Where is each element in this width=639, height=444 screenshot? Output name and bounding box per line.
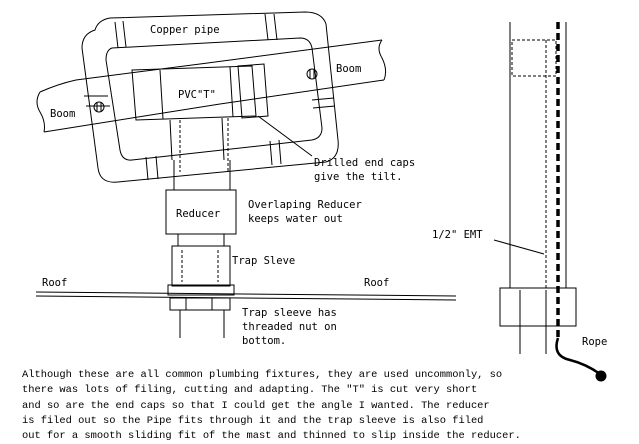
label-nut-2: threaded nut on: [242, 321, 337, 333]
bolt-left-icon: [93, 101, 105, 113]
hidden-pipe: [179, 118, 229, 172]
label-emt: 1/2" EMT: [432, 229, 483, 241]
nut-lower: [169, 297, 231, 311]
mast-upper: [173, 160, 231, 190]
label-boom-right: Boom: [336, 63, 361, 75]
threaded-nut: [167, 284, 235, 296]
description-line: out for a smooth sliding fit of the mast…: [22, 430, 521, 443]
pvc-t-end-caps: [237, 63, 269, 119]
roof-line-2: [35, 295, 457, 301]
t-stem: [169, 117, 225, 161]
boom-break: [36, 39, 387, 133]
mast-lower: [179, 310, 225, 338]
emt-base-box: [499, 287, 577, 327]
label-drilled-caps-1: Drilled end caps: [314, 157, 415, 169]
description-line: is filed out so the Pipe fits through it…: [22, 414, 484, 427]
copper-pipe-outer: [81, 11, 339, 183]
pvc-t-center-lines: [159, 66, 234, 120]
trap-sleeve-box: [171, 245, 231, 287]
label-boom-left: Boom: [50, 108, 75, 120]
leader-emt: [493, 239, 545, 255]
boom-line-left: [39, 39, 383, 93]
label-reducer: Reducer: [176, 208, 220, 220]
emt-mast-left: [509, 22, 521, 354]
bolt-right-icon: [306, 68, 318, 80]
boom-line-right: [43, 79, 385, 133]
label-copper-pipe: Copper pipe: [150, 24, 220, 36]
label-roof-left: Roof: [42, 277, 67, 289]
pvc-t-body: [131, 65, 257, 121]
label-overlap-1: Overlaping Reducer: [248, 199, 362, 211]
leader-drilled-caps: [257, 115, 313, 157]
description-line: and so are the end caps so that I could …: [22, 399, 490, 412]
emt-top-box: [511, 39, 557, 77]
trap-sleeve-hidden: [181, 250, 219, 282]
emt-mast-right: [545, 22, 567, 354]
description-line: there was lots of filing, cutting and ad…: [22, 384, 478, 397]
label-roof-right: Roof: [364, 277, 389, 289]
label-nut-3: bottom.: [242, 335, 286, 347]
label-nut-1: Trap sleeve has: [242, 307, 337, 319]
reducer-box: [165, 189, 237, 235]
description-line: Although these are all common plumbing f…: [22, 369, 503, 381]
label-overlap-2: keeps water out: [248, 213, 343, 225]
copper-pipe-inner: [105, 37, 323, 161]
copper-pipe-joints: [84, 13, 336, 181]
rope-tail: [555, 337, 601, 376]
roof-line: [35, 291, 457, 297]
rope-knot-icon: [595, 370, 607, 382]
mast-neck: [177, 234, 225, 246]
label-rope: Rope: [582, 336, 607, 348]
label-pvc-t: PVC"T": [178, 89, 216, 101]
label-trap-sleeve: Trap Sleve: [232, 255, 295, 267]
label-drilled-caps-2: give the tilt.: [314, 171, 403, 183]
description-paragraph: Although these are all common plumbing f…: [22, 368, 634, 444]
